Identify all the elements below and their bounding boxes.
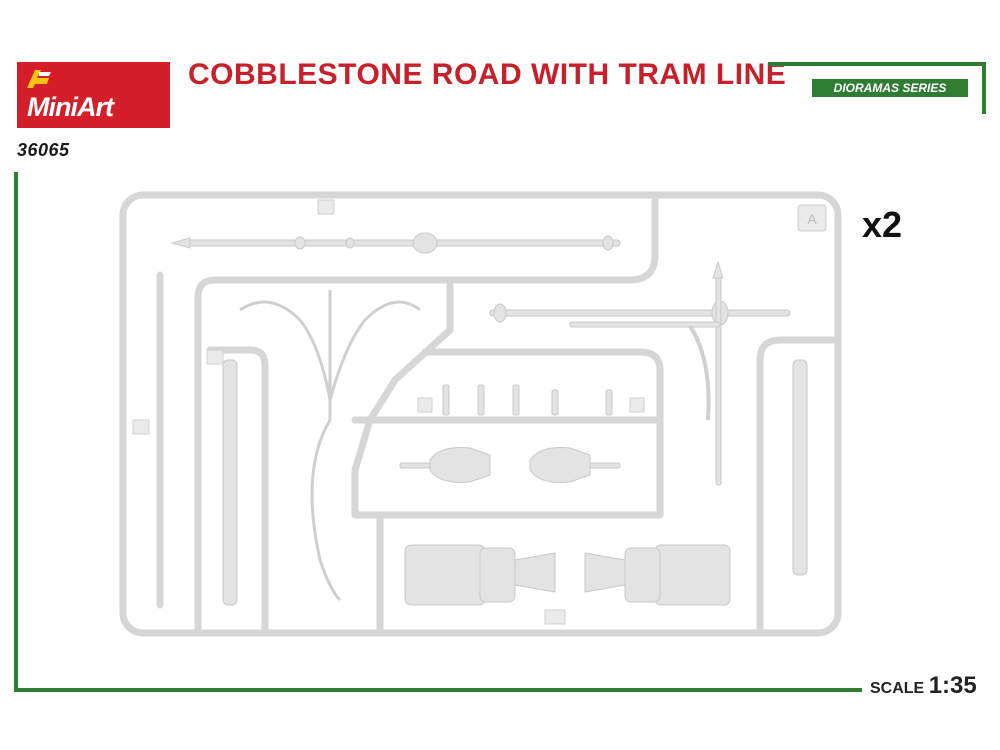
frame-left-line	[14, 172, 18, 692]
miniart-logo: MiniArt	[17, 62, 170, 128]
part-lantern-left	[404, 544, 486, 606]
part-horizontal-pole-mid	[489, 309, 791, 317]
part-bracket-arm	[569, 321, 721, 328]
part-pin-4	[551, 389, 559, 416]
sprue-runner-left	[206, 346, 269, 634]
sprue-letter: A	[807, 211, 817, 227]
part-pin-2	[477, 384, 485, 416]
part-pole-collar	[412, 232, 438, 254]
scale-indicator: SCALE 1:35	[870, 672, 977, 700]
sprue-inner-runner	[194, 196, 659, 634]
kit-number: 36065	[17, 140, 70, 160]
scale-label: SCALE	[870, 680, 925, 697]
part-lamp-head-right	[529, 447, 591, 483]
part-pin-1	[442, 384, 450, 416]
series-badge: DIORAMAS SERIES	[812, 79, 968, 97]
part-lantern-right	[654, 544, 731, 606]
sprue-outer-frame	[119, 191, 842, 637]
part-finial-top-right	[712, 260, 724, 279]
sprue-center-runner	[351, 281, 664, 519]
frame-right-top-line	[982, 62, 986, 114]
frame-top-line	[768, 62, 986, 66]
part-pin-5	[605, 389, 613, 416]
part-vertical-pole-right	[715, 269, 722, 486]
part-tube-right	[792, 359, 808, 576]
sprue-right-runner	[756, 336, 839, 634]
part-finial-left	[170, 237, 191, 249]
part-horizontal-pole-top	[179, 239, 621, 247]
brand-name: MiniArt	[27, 92, 114, 122]
sprue-letter-tag	[797, 204, 827, 232]
miniart-logo-mark-icon	[27, 70, 51, 88]
part-lamp-head-left	[429, 447, 491, 483]
quantity-label: x2	[862, 204, 903, 245]
page-title: COBBLESTONE ROAD WITH TRAM LINE	[188, 58, 787, 91]
frame-bottom-line	[14, 688, 862, 692]
part-tube-left	[222, 359, 238, 606]
part-ornamental-bracket	[239, 290, 421, 602]
part-pin-3	[512, 384, 520, 416]
scale-value: 1:35	[928, 672, 977, 699]
